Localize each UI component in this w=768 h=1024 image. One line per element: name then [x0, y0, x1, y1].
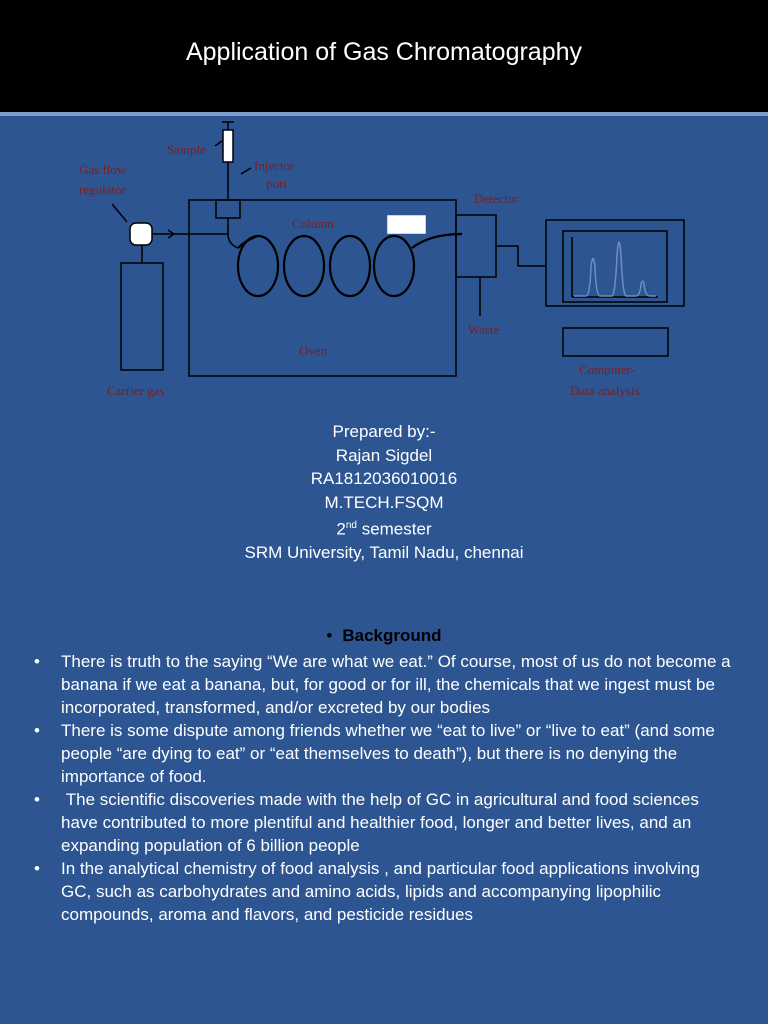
prepared-by: Prepared by:-: [332, 422, 436, 441]
university: SRM University, Tamil Nadu, chennai: [244, 543, 524, 563]
signal-line: [496, 245, 546, 267]
chromatogram-trace: [574, 241, 656, 297]
bullet-item: • The scientific discoveries made with t…: [34, 788, 734, 857]
label-column: Column: [292, 216, 334, 231]
heading-bullet: •: [326, 626, 333, 645]
label-waste: Waste: [468, 322, 500, 337]
semester-number: 2: [336, 519, 346, 539]
label-detector: Detector: [474, 191, 519, 206]
label-injector-port-2: port: [266, 176, 287, 191]
title-divider: [0, 112, 768, 116]
program: M.TECH.FSQM: [324, 492, 444, 512]
bullet-text: There is truth to the saying “We are wha…: [61, 652, 731, 717]
bullet-text: In the analytical chemistry of food anal…: [61, 859, 700, 924]
regulator-pointer-line: [111, 203, 128, 223]
bullet-item: • There is truth to the saying “We are wh…: [34, 650, 734, 719]
label-carrier-gas: Carrier gas: [107, 383, 164, 398]
label-computer: Computer-: [579, 362, 635, 377]
gc-diagram: Sample Injector port Gas flow regulator …: [79, 121, 685, 398]
semester: 2nd semester: [0, 514, 768, 541]
bullet-text: There is some dispute among friends whet…: [61, 721, 715, 786]
computer-monitor: [545, 219, 685, 307]
column-coils: [236, 232, 463, 298]
computer-keyboard: [562, 327, 669, 357]
label-sample: Sample: [167, 142, 206, 157]
sample-syringe: [214, 121, 234, 200]
monitor-screen: [562, 230, 668, 303]
bullet-glyph: •: [34, 859, 40, 878]
background-bullet-list: • There is truth to the saying “We are wh…: [34, 650, 734, 926]
label-gas-flow: Gas flow: [79, 162, 127, 177]
label-oven: Oven: [299, 343, 328, 358]
background-heading: • Background: [0, 626, 768, 646]
bullet-text: The scientific discoveries made with the…: [61, 790, 704, 855]
label-gas-flow-2: regulator: [79, 182, 127, 197]
column-inlet: [227, 218, 239, 249]
gas-flow-regulator: [129, 222, 153, 246]
oven-box: [188, 199, 457, 377]
credits-block: Prepared by:- Rajan Sigdel RA18120360100…: [0, 420, 768, 565]
column-label-box: [387, 215, 426, 234]
title-bar: Application of Gas Chromatography: [0, 0, 768, 112]
registration-number: RA1812036010016: [310, 469, 458, 488]
author-name: Rajan Sigdel: [335, 445, 433, 465]
background-heading-text: Background: [342, 626, 442, 645]
bullet-item: • There is some dispute among friends whe…: [34, 719, 734, 788]
bullet-item: • In the analytical chemistry of food ana…: [34, 857, 734, 926]
bullet-glyph: •: [34, 652, 40, 671]
detector-box: [455, 214, 497, 278]
injector-port: [215, 199, 241, 219]
carrier-gas-cylinder: [120, 262, 164, 371]
semester-suffix: nd: [345, 520, 357, 531]
label-injector-port: Injector: [254, 158, 295, 173]
bullet-glyph: •: [34, 721, 40, 740]
semester-word: semester: [356, 519, 432, 539]
bullet-glyph: •: [34, 790, 40, 809]
label-computer-2: Data analysis: [570, 383, 640, 398]
slide-title: Application of Gas Chromatography: [185, 38, 583, 66]
